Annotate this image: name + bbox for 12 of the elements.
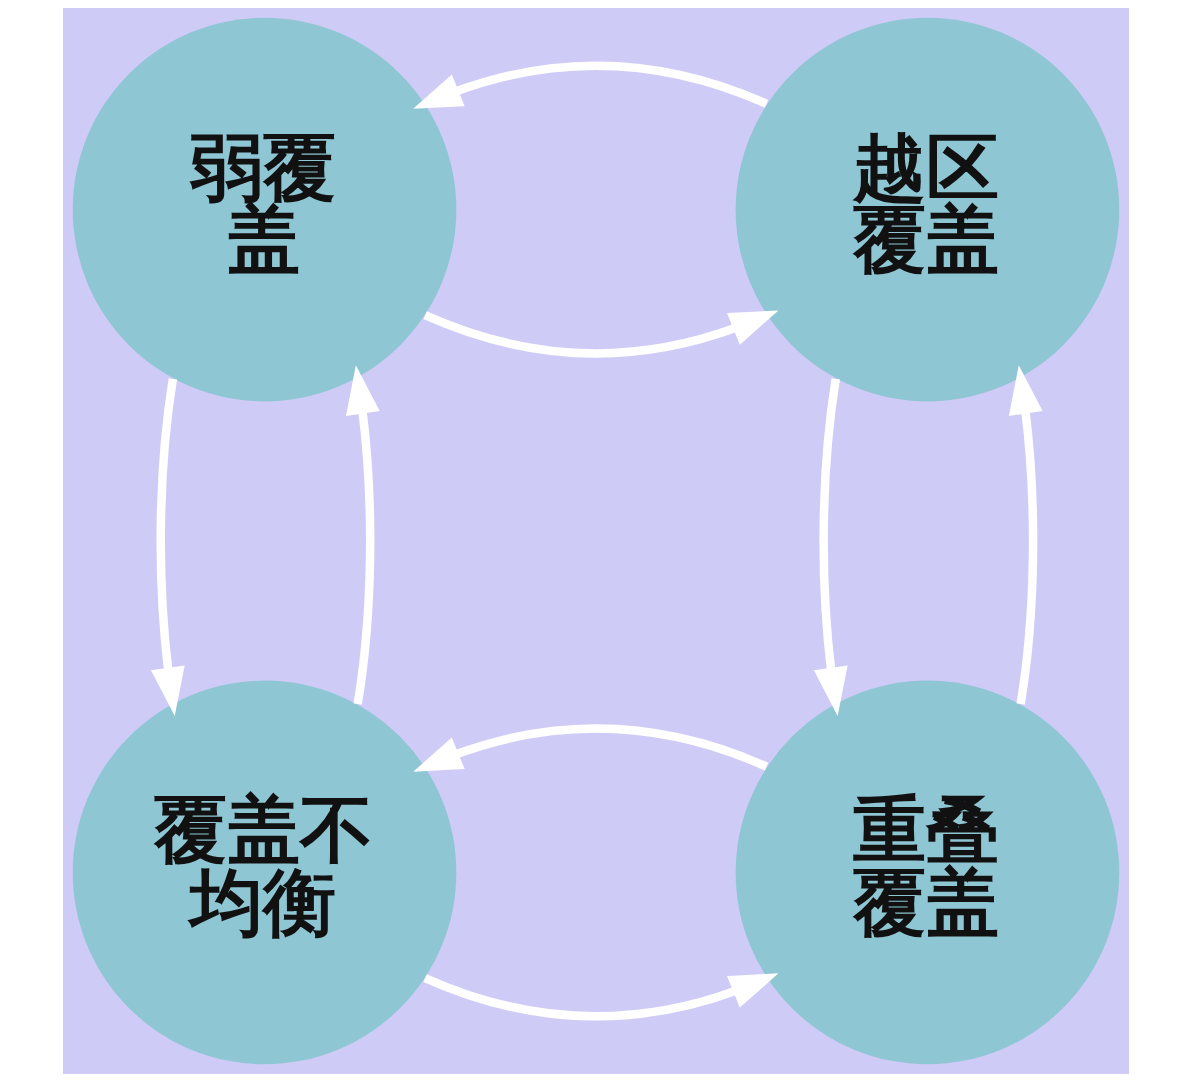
node-circle: 弱覆盖 bbox=[72, 17, 457, 402]
node-circle: 覆盖不均衡 bbox=[72, 680, 457, 1065]
arrow bbox=[813, 378, 848, 717]
arrow bbox=[413, 724, 769, 772]
arrow bbox=[423, 310, 779, 358]
arrow bbox=[346, 365, 380, 705]
node-circle: 越区覆盖 bbox=[735, 17, 1120, 402]
node-circle: 重叠覆盖 bbox=[735, 680, 1120, 1065]
arrow bbox=[150, 378, 185, 717]
arrow bbox=[1008, 365, 1043, 705]
arrow bbox=[423, 973, 779, 1021]
arrow bbox=[413, 61, 769, 109]
